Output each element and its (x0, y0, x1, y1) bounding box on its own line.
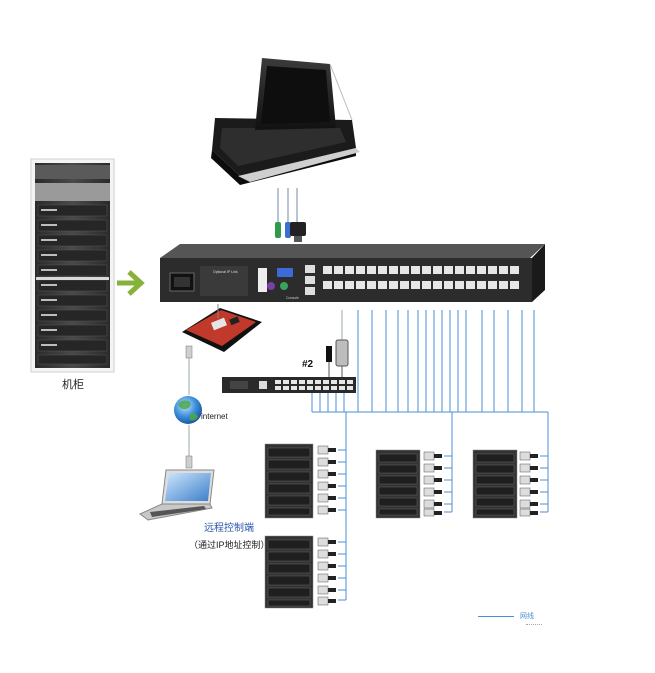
legend-line (478, 616, 514, 617)
server-group-left-top (264, 443, 336, 519)
remote-control-title: 远程控制端 (204, 523, 254, 534)
ip-module-board (182, 304, 262, 352)
internet-cable (185, 345, 193, 469)
laptop-icon (139, 469, 215, 521)
internet-label: internet (201, 412, 228, 421)
kvm-switch: Optional IP Link Console (160, 244, 545, 302)
cascade-switch (222, 377, 356, 393)
server-group-left-bottom (264, 535, 336, 609)
arrow-icon (117, 270, 145, 296)
rack-cabinet (30, 158, 115, 373)
svg-text:Console: Console (286, 296, 299, 300)
globe-icon (174, 396, 202, 424)
legend-dots (526, 624, 542, 627)
network-cables (311, 310, 549, 601)
lcd-console-drawer (211, 58, 360, 185)
cabinet-label: 机柜 (62, 379, 84, 391)
usb-adapter (326, 310, 349, 377)
server-group-middle (375, 449, 442, 519)
svg-text:Optional IP Link: Optional IP Link (213, 270, 238, 274)
server-group-right (472, 449, 538, 519)
console-cables (275, 188, 306, 242)
remote-control-subtitle: （通过IP地址控制） (189, 540, 270, 550)
switch-number-label: #2 (302, 359, 314, 370)
legend-label: 网线 (520, 613, 534, 620)
